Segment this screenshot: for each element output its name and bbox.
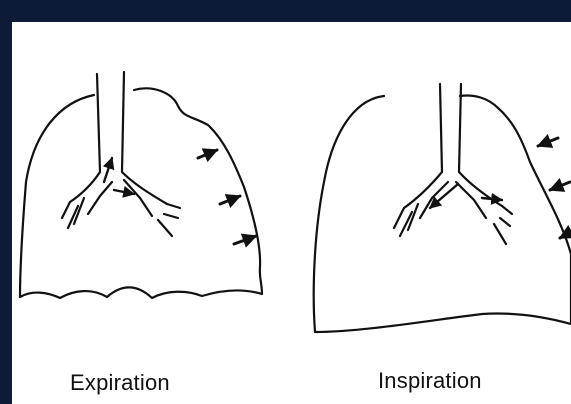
inspiration-bronchi — [394, 182, 512, 244]
expiration-panel — [20, 72, 262, 298]
chest-wall-arrow-icon — [234, 236, 256, 244]
lung-diagram — [12, 22, 571, 404]
expiration-lung-outline — [20, 88, 262, 298]
chest-wall-arrow-icon — [538, 138, 558, 146]
chest-wall-arrow-icon — [220, 196, 240, 204]
inspiration-caption: Inspiration — [378, 368, 482, 394]
expiration-bronchi — [62, 180, 180, 236]
inspiration-lung-outline — [314, 96, 571, 333]
airflow-arrow-icon — [114, 190, 134, 194]
inspiration-panel — [314, 84, 571, 332]
chest-wall-arrow-icon — [550, 182, 570, 190]
expiration-caption: Expiration — [70, 370, 170, 396]
airflow-arrow-icon — [482, 198, 502, 200]
expiration-trachea — [70, 72, 167, 204]
airflow-arrow-icon — [104, 158, 112, 182]
figure-canvas: Expiration Inspiration — [12, 22, 571, 404]
chest-wall-arrow-icon — [198, 150, 217, 158]
